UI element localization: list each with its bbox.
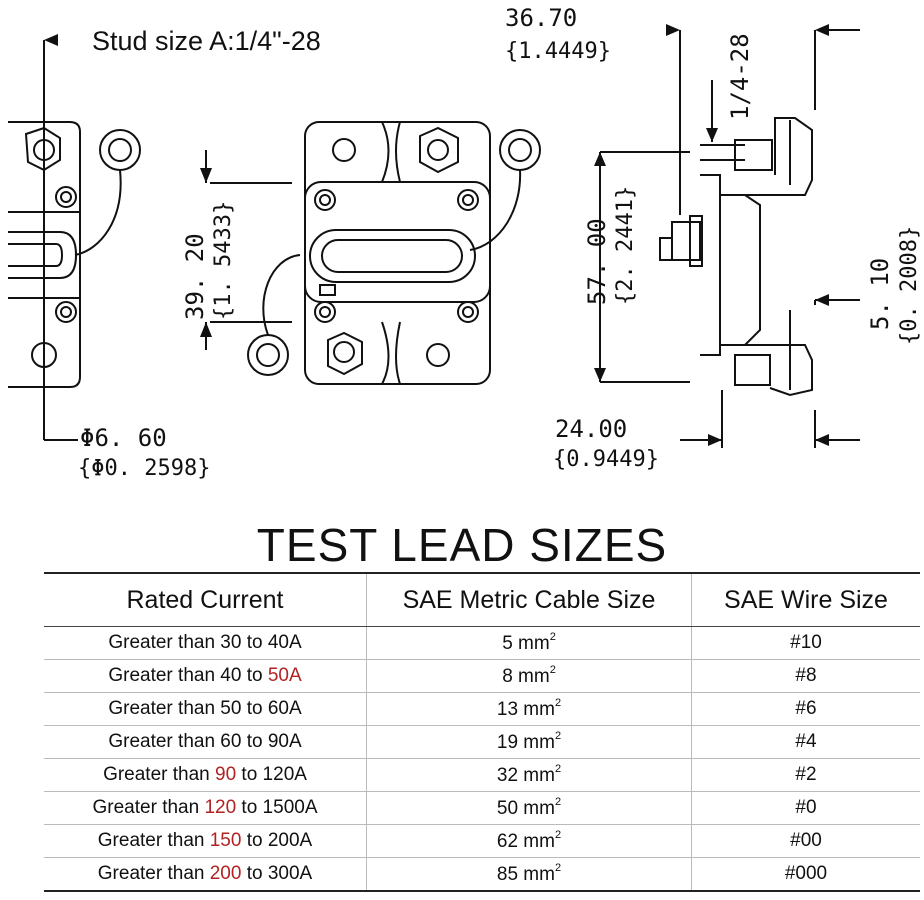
cell-rated-current: Greater than 40 to 50A — [44, 659, 367, 693]
cell-cable-size: 85 mm2 — [366, 857, 692, 892]
header-rated-current: Rated Current — [44, 572, 367, 627]
cell-cable-size: 13 mm2 — [366, 692, 692, 726]
dim-height-in: {2. 2441} — [613, 186, 638, 305]
current-text: Greater than 40 to — [108, 665, 268, 686]
technical-drawing: Stud size A:1/4"-28 36.70 {1.4449} 1/4-2… — [8, 4, 922, 481]
dim-height-mm: 57. 00 — [583, 218, 611, 305]
cable-size-exponent: 2 — [554, 697, 562, 709]
current-text: 40A — [267, 632, 302, 653]
cell-rated-current: Greater than 60 to 90A — [44, 725, 367, 759]
center-view — [205, 121, 541, 385]
side-view — [599, 29, 860, 448]
cell-wire-size: #4 — [691, 725, 920, 759]
dim-hole-mm: Φ6. 60 — [80, 424, 167, 452]
stud-size-label: Stud size A:1/4"-28 — [92, 26, 321, 56]
current-text: Greater than — [97, 863, 210, 884]
current-highlight: 50A — [267, 665, 302, 686]
cable-size-exponent: 2 — [549, 631, 556, 643]
cable-size-exponent: 2 — [554, 763, 562, 775]
dim-depth-in: {0.9449} — [553, 447, 659, 472]
cable-size-text: 32 mm — [496, 765, 555, 786]
dim-pitch-in: {1. 5433} — [211, 201, 236, 320]
cell-rated-current: Greater than 150 to 200A — [44, 824, 367, 858]
dim-pitch-mm: 39. 20 — [181, 233, 209, 320]
current-text: Greater than 50 to 60A — [108, 698, 302, 719]
dim-thread: 1/4-28 — [726, 33, 754, 120]
cell-rated-current: Greater than 50 to 60A — [44, 692, 367, 726]
cell-wire-size: #10 — [691, 626, 920, 660]
cable-size-exponent: 2 — [554, 862, 562, 874]
current-text: to 120A — [236, 764, 307, 785]
dim-hole-in: {Φ0. 2598} — [78, 456, 210, 481]
cable-size-text: 13 mm — [496, 699, 555, 720]
cable-size-text: 8 mm — [502, 666, 550, 687]
cell-cable-size: 62 mm2 — [366, 824, 692, 858]
dim-width-in: {1.4449} — [505, 39, 611, 64]
current-text: to 300A — [241, 863, 313, 884]
cell-wire-size: #0 — [691, 791, 920, 825]
cell-rated-current: Greater than 90 to 120A — [44, 758, 367, 792]
cell-wire-size: #2 — [691, 758, 920, 792]
current-highlight: 200 — [209, 863, 242, 884]
header-metric-cable-size: SAE Metric Cable Size — [366, 572, 692, 627]
cable-size-text: 19 mm — [496, 732, 555, 753]
current-text: Greater than — [97, 830, 210, 851]
dimension-arrows — [44, 24, 829, 446]
current-highlight: 120 — [204, 797, 237, 818]
current-highlight: 90 — [215, 764, 237, 785]
cable-size-exponent: 2 — [554, 829, 562, 841]
current-text: Greater than — [92, 797, 205, 818]
current-text: to 1500A — [236, 797, 318, 818]
cell-wire-size: #000 — [691, 857, 920, 892]
cell-rated-current: Greater than 120 to 1500A — [44, 791, 367, 825]
cell-wire-size: #8 — [691, 659, 920, 693]
cell-cable-size: 50 mm2 — [366, 791, 692, 825]
cell-rated-current: Greater than 30 to 40A — [44, 626, 367, 660]
cell-cable-size: 8 mm2 — [366, 659, 692, 693]
cable-size-text: 85 mm — [496, 864, 555, 885]
cable-size-text: 62 mm — [496, 831, 555, 852]
cell-cable-size: 5 mm2 — [366, 626, 692, 660]
current-highlight: 150 — [209, 830, 242, 851]
current-text: Greater than 60 to 90A — [108, 731, 302, 752]
cell-rated-current: Greater than 200 to 300A — [44, 857, 367, 892]
dim-flange-in: {0. 2008} — [897, 226, 922, 345]
current-text: Greater than — [103, 764, 216, 785]
current-text: to 200A — [241, 830, 313, 851]
dim-depth-mm: 24.00 — [555, 415, 627, 443]
table-header-row: Rated Current SAE Metric Cable Size SAE … — [44, 572, 920, 627]
cable-size-exponent: 2 — [554, 796, 562, 808]
cable-size-exponent: 2 — [549, 664, 556, 676]
cable-size-text: 5 mm — [502, 633, 550, 654]
current-text: Greater than 30 to — [108, 632, 268, 653]
dim-flange-mm: 5. 10 — [866, 258, 894, 330]
cable-size-text: 50 mm — [496, 798, 555, 819]
dim-width-mm: 36.70 — [505, 4, 577, 32]
header-wire-size: SAE Wire Size — [691, 572, 920, 627]
cell-wire-size: #00 — [691, 824, 920, 858]
table-title: TEST LEAD SIZES — [256, 519, 668, 571]
cell-cable-size: 19 mm2 — [366, 725, 692, 759]
test-lead-table: Rated Current SAE Metric Cable Size SAE … — [44, 572, 920, 892]
left-view — [8, 40, 141, 441]
cable-size-exponent: 2 — [554, 730, 562, 742]
cell-wire-size: #6 — [691, 692, 920, 726]
cell-cable-size: 32 mm2 — [366, 758, 692, 792]
